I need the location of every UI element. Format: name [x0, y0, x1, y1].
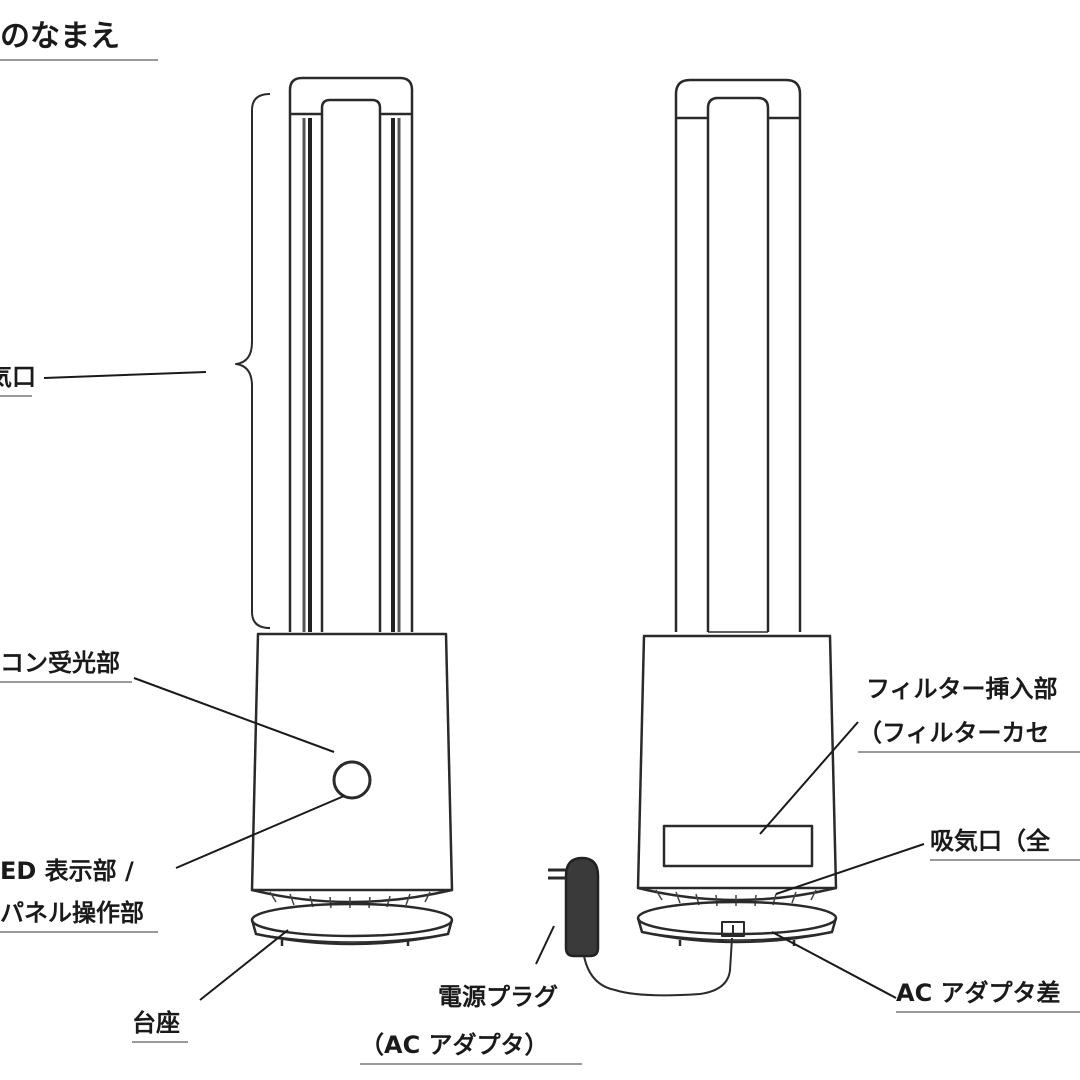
front-tower-frame	[288, 76, 414, 632]
leader-filter	[759, 721, 859, 835]
label-remote-receiver: コン受光部	[0, 648, 132, 683]
front-receiver-button	[332, 760, 372, 800]
page-heading: のなまえ	[0, 18, 158, 61]
label-outlet: 気口	[0, 362, 36, 397]
back-unit	[636, 78, 838, 946]
label-ac-jack: AC アダプタ差	[896, 978, 1080, 1013]
front-base-top	[250, 902, 454, 938]
label-power-plug: 電源プラグ	[438, 983, 558, 1011]
front-tower-center	[320, 98, 382, 632]
outlet-bracket	[235, 93, 271, 629]
back-body	[636, 634, 838, 890]
front-intake-grille	[251, 888, 453, 904]
adapter-cord	[583, 937, 733, 997]
leader-lines	[43, 371, 925, 1001]
back-ac-jack	[721, 921, 745, 937]
leader-ac-jack	[771, 931, 897, 999]
back-tower-frame	[674, 78, 802, 632]
leader-plug	[535, 925, 555, 965]
leader-intake	[775, 843, 925, 895]
label-power-plug-sub: （AC アダプタ）	[360, 1030, 582, 1065]
back-filter-slot	[662, 824, 814, 868]
front-grille-lines	[269, 891, 431, 909]
ac-adapter	[548, 856, 733, 997]
front-unit	[235, 76, 454, 946]
back-grille-lines	[655, 889, 817, 907]
back-base-top	[636, 900, 838, 936]
leader-receiver	[133, 677, 335, 753]
label-base: 台座	[132, 1008, 188, 1043]
leader-led	[175, 795, 345, 869]
label-panel-controls: パネル操作部	[0, 898, 158, 933]
label-filter-slot: フィルター挿入部	[866, 675, 1058, 703]
label-intake: 吸気口（全	[930, 826, 1080, 861]
back-intake-grille	[637, 886, 837, 902]
adapter-body	[564, 856, 600, 958]
label-filter-slot-sub: （フィルターカセ	[858, 718, 1080, 753]
label-led-display: ED 表示部 /	[0, 857, 134, 885]
leader-outlet	[43, 371, 207, 379]
back-tower-center	[706, 96, 770, 632]
leader-base	[199, 929, 289, 1001]
